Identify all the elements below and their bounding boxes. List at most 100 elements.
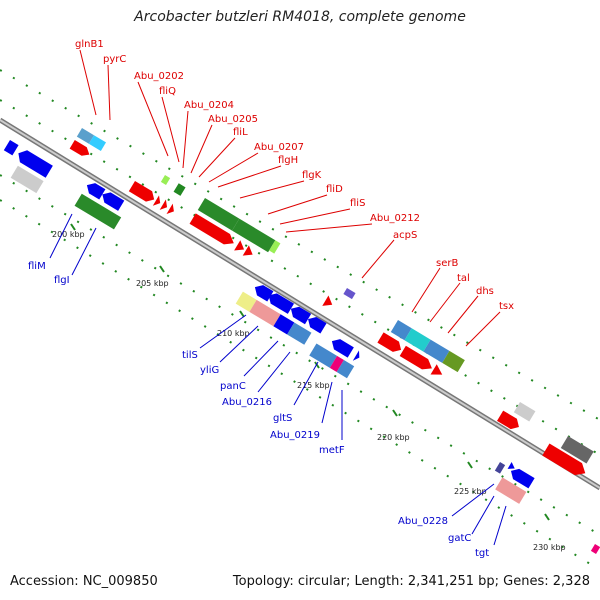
gene-fliQ[interactable] (173, 183, 186, 196)
gene-fliD[interactable] (269, 240, 281, 254)
cds-yliG[interactable] (266, 290, 295, 314)
cds-acpS[interactable] (322, 295, 335, 310)
gene-glnB1[interactable] (76, 128, 95, 144)
svg-text:glnB1: glnB1 (75, 39, 104, 50)
gene-label-fliD[interactable]: fliD (267, 184, 343, 215)
cds-Abu_0204[interactable] (128, 181, 157, 205)
gene-label-tilS[interactable]: tilS (182, 314, 247, 361)
cds-fwd-230a[interactable] (497, 410, 522, 433)
gene-label-Abu_0212[interactable]: Abu_0212 (285, 213, 420, 233)
gene-label-fliS[interactable]: fliS (279, 198, 365, 225)
gene-label-glnB1[interactable]: glnB1 (75, 39, 104, 116)
gene-gltS[interactable] (309, 343, 338, 368)
cds-Abu_0216[interactable] (305, 314, 327, 334)
gene-label-flgH[interactable]: flgH (217, 155, 298, 188)
gene-acpS[interactable] (343, 288, 356, 300)
gene-flgH[interactable] (197, 198, 240, 231)
cds-dhs[interactable] (430, 364, 446, 379)
svg-text:Abu_0202: Abu_0202 (134, 71, 184, 82)
cds-serB[interactable] (377, 332, 404, 355)
gene-label-tal[interactable]: tal (429, 273, 470, 323)
gene-Abu_0228[interactable] (494, 462, 506, 474)
gene-rev-grey[interactable] (10, 165, 44, 194)
gene-pyrC[interactable] (88, 135, 107, 151)
cds-fwd-230b[interactable] (542, 443, 589, 480)
cds-rev-b[interactable] (15, 147, 53, 178)
map-title: Arcobacter butzleri RM4018, complete gen… (134, 9, 466, 25)
gene-panC[interactable] (273, 314, 295, 335)
gene-fwd-230a[interactable] (513, 402, 536, 422)
scale-tick: 210 kbp (217, 310, 250, 338)
gene-label-Abu_0219[interactable]: Abu_0219 (270, 381, 333, 441)
gene-label-fliM[interactable]: fliM (28, 213, 73, 272)
gene-label-flgI[interactable]: flgI (54, 227, 97, 286)
svg-text:flgK: flgK (302, 170, 322, 181)
gene-Abu_0216[interactable] (287, 322, 312, 345)
cds-Abu_0207[interactable] (166, 203, 177, 217)
cds-panC[interactable] (288, 304, 312, 325)
gene-label-dhs[interactable]: dhs (447, 286, 494, 334)
cds-Abu_0205[interactable] (152, 195, 163, 208)
cds-gatC[interactable] (507, 462, 517, 472)
gene-tsx[interactable] (442, 350, 465, 373)
forward-gene-labels: glnB1 pyrC Abu_0202 fliQ Abu_0204 Abu_02… (75, 39, 514, 347)
scale: 200 kbp 205 kbp 210 kbp 215 kbp 220 kbp … (52, 223, 566, 552)
cds-fliM[interactable] (84, 180, 106, 200)
svg-text:pyrC: pyrC (103, 54, 126, 65)
gene-label-Abu_0204[interactable]: Abu_0204 (182, 100, 234, 169)
gene-label-tgt[interactable]: tgt (475, 505, 507, 559)
gene-label-Abu_0205[interactable]: Abu_0205 (190, 114, 258, 174)
guide-ring-outer-2 (0, 99, 600, 456)
scale-tick: 225 kbp (454, 461, 487, 496)
gene-label-Abu_0216[interactable]: Abu_0216 (222, 351, 291, 408)
accession-label: Accession: NC_009850 (10, 574, 158, 589)
tick-label: 220 kbp (377, 433, 410, 442)
cds-Abu_0212b[interactable] (242, 245, 256, 259)
gene-flgK[interactable] (232, 218, 276, 253)
gene-label-tsx[interactable]: tsx (465, 301, 514, 347)
cds-glnB1[interactable] (69, 140, 92, 159)
gene-serB[interactable] (390, 320, 412, 341)
gene-label-flgK[interactable]: flgK (239, 170, 322, 199)
gene-label-yliG[interactable]: yliG (200, 325, 259, 376)
cds-tilS[interactable] (252, 282, 274, 302)
cds-gltS[interactable] (329, 336, 354, 358)
cds-fliS[interactable] (189, 213, 237, 248)
gene-fliM[interactable] (74, 193, 122, 230)
cds-fliL[interactable] (159, 199, 170, 213)
gene-tilS[interactable] (235, 291, 257, 312)
scale-tick: 200 kbp (52, 223, 85, 239)
gene-label-gltS[interactable]: gltS (273, 361, 319, 424)
gene-label-metF[interactable]: metF (319, 390, 345, 456)
cds-tal[interactable] (399, 345, 435, 374)
gene-rev-edge[interactable] (590, 544, 600, 554)
gene-Abu_0202[interactable] (160, 175, 171, 185)
gene-tgt[interactable] (495, 477, 527, 504)
gene-label-fliL[interactable]: fliL (198, 127, 248, 178)
gene-yliG[interactable] (249, 299, 281, 327)
cds-Abu_0212[interactable] (234, 240, 247, 254)
gene-metF[interactable] (336, 360, 355, 379)
gene-Abu_0219[interactable] (329, 355, 344, 373)
gene-label-Abu_0202[interactable]: Abu_0202 (134, 71, 184, 157)
gene-dhs[interactable] (423, 339, 450, 363)
gene-label-acpS[interactable]: acpS (361, 230, 417, 279)
svg-text:metF: metF (319, 445, 345, 456)
cds-tgt[interactable] (508, 466, 535, 489)
cds-Abu_0219[interactable] (352, 350, 363, 362)
gene-label-fliQ[interactable]: fliQ (159, 86, 180, 163)
svg-text:fliL: fliL (233, 127, 248, 138)
gene-label-pyrC[interactable]: pyrC (103, 54, 126, 121)
gene-label-Abu_0228[interactable]: Abu_0228 (398, 483, 495, 527)
gene-label-serB[interactable]: serB (411, 258, 458, 313)
forward-strand-features (69, 128, 594, 480)
gene-tal[interactable] (404, 328, 431, 352)
gene-label-panC[interactable]: panC (220, 340, 279, 392)
gene-fwd-230b[interactable] (560, 436, 594, 464)
gene-label-Abu_0207[interactable]: Abu_0207 (208, 142, 304, 183)
gene-label-gatC[interactable]: gatC (448, 495, 495, 544)
cds-rev-a[interactable] (3, 140, 19, 156)
tick-label: 205 kbp (136, 279, 169, 288)
svg-text:fliM: fliM (28, 261, 46, 272)
cds-flgI[interactable] (99, 189, 125, 211)
